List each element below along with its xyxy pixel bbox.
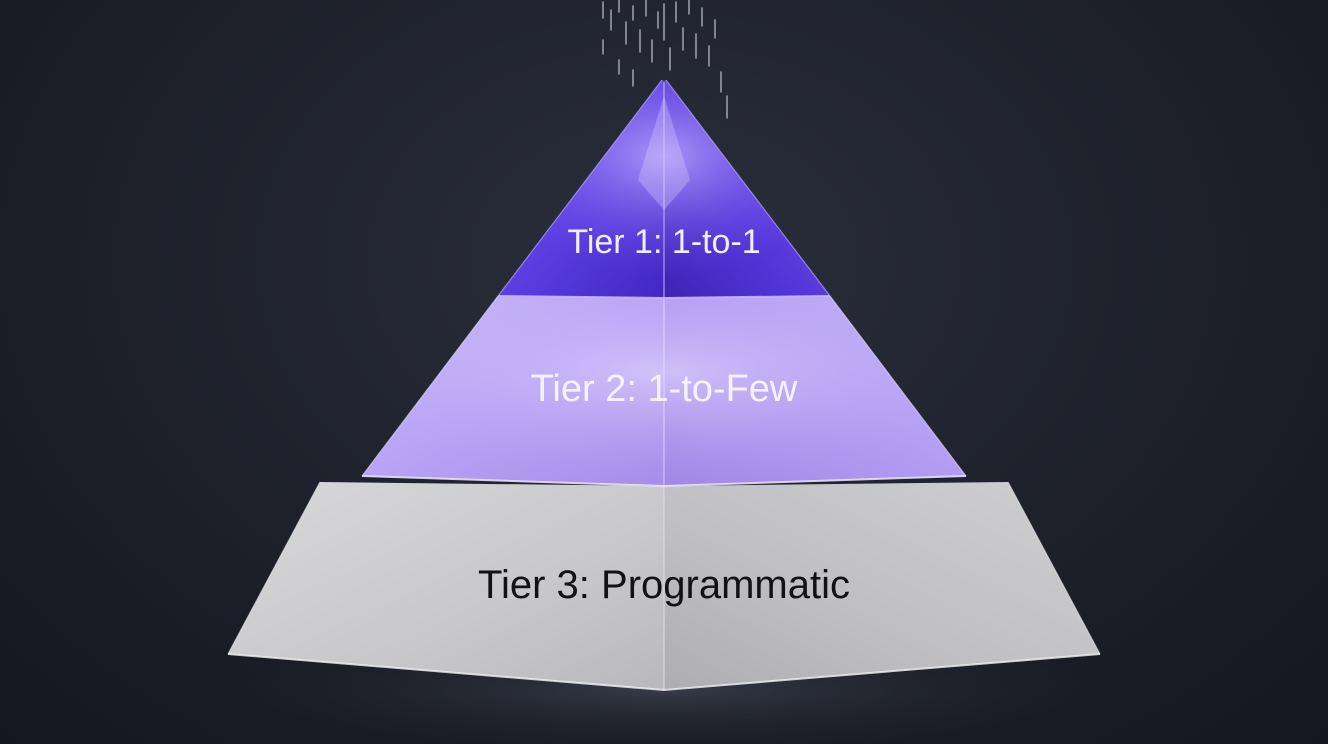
tier-1-segment [497, 79, 831, 300]
tier-3-label: Tier 3: Programmatic [478, 563, 850, 607]
tier-2-label: Tier 2: 1-to-Few [531, 368, 798, 410]
tier-3-segment [227, 481, 1101, 692]
tier-1-label: Tier 1: 1-to-1 [567, 223, 760, 261]
falling-particles [602, 0, 728, 119]
tier-2-segment [361, 295, 967, 488]
